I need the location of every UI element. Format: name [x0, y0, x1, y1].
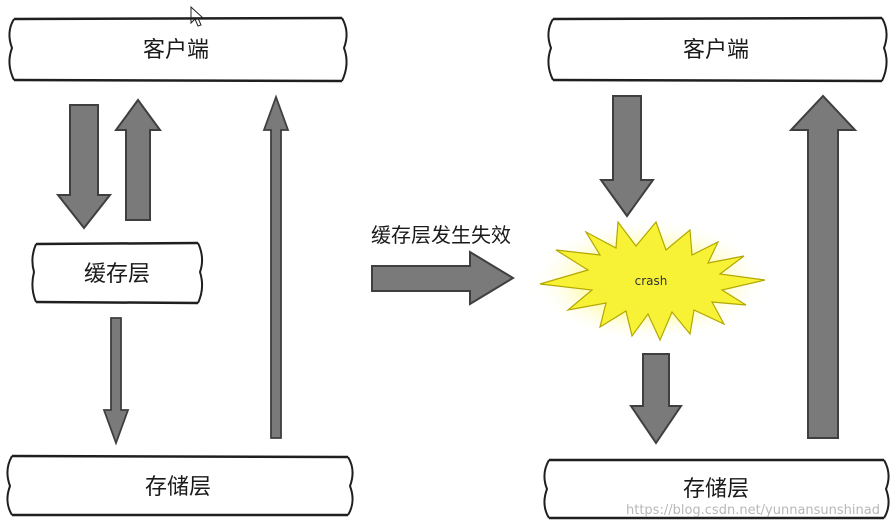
left-storage-box: 存储层: [6, 454, 354, 517]
cache-layer-label: 缓存层: [84, 262, 150, 287]
cache-layer-box: 缓存层: [31, 241, 204, 305]
left-up-arrow-storage-to-client: [262, 94, 290, 439]
left-panel: 客户端 缓存层 存储层: [6, 16, 354, 517]
left-client-box: 客户端: [8, 16, 348, 83]
cache-failure-caption: 缓存层发生失效: [371, 223, 511, 247]
mouse-cursor-icon: [190, 5, 205, 27]
right-client-box: 客户端: [547, 16, 888, 83]
left-storage-label: 存储层: [145, 475, 211, 500]
left-down-arrow-client-to-cache: [55, 104, 113, 230]
left-down-arrow-cache-to-storage: [102, 317, 130, 446]
left-client-label: 客户端: [143, 38, 209, 63]
right-down-arrow-crash-to-storage: [629, 353, 683, 445]
right-down-arrow-client-to-crash: [599, 95, 655, 218]
watermark-text: https://blog.csdn.net/yunnansunshinad: [626, 503, 880, 518]
crash-label: crash: [635, 274, 668, 288]
right-client-label: 客户端: [683, 38, 749, 63]
right-up-arrow-storage-to-client: [788, 94, 858, 439]
right-storage-label: 存储层: [683, 477, 749, 502]
crash-starburst: crash: [532, 219, 768, 343]
right-panel: 客户端 crash 存储层: [532, 16, 890, 520]
right-storage-box: 存储层: [543, 458, 890, 520]
crash-burst-icon: [539, 220, 766, 342]
left-up-arrow-cache-to-client: [114, 98, 162, 221]
transition-group: 缓存层发生失效: [371, 223, 515, 306]
transition-arrow: [371, 250, 515, 306]
